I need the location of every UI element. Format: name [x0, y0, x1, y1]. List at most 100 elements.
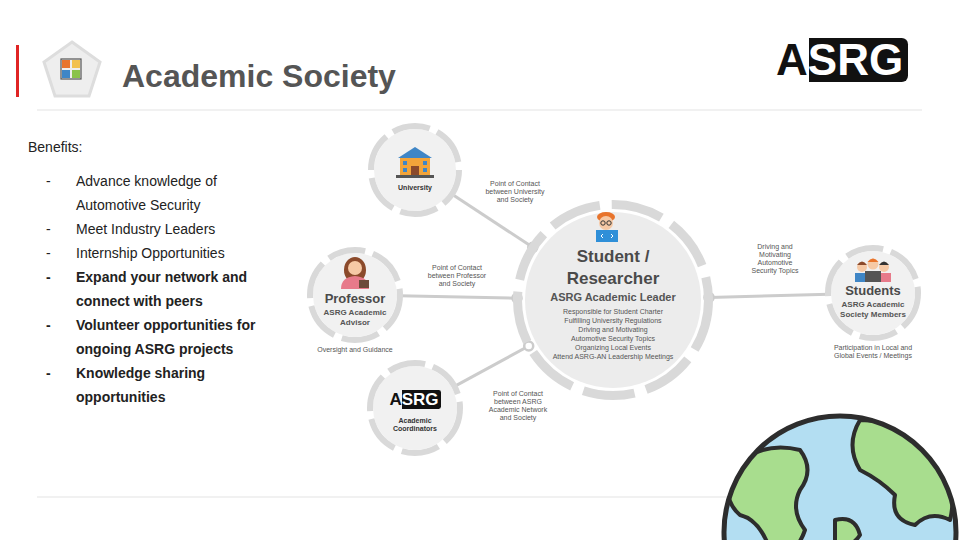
edge-label: Point of Contact between University and …: [481, 180, 549, 204]
title-icon: [72, 70, 80, 78]
university-icon: [403, 161, 407, 165]
edge-label: Point of Contact between Professor and S…: [423, 264, 491, 288]
brand-logo: ASRG: [389, 390, 440, 409]
duty-line: Attend ASRG-AN Leadership Meetings: [553, 352, 674, 361]
benefit-item: Meet Industry Leaders: [76, 217, 215, 241]
professor-icon: [359, 280, 369, 288]
coordinators-circle: ASRG Academic Coordinators: [367, 360, 463, 456]
globe-illustration: [835, 519, 860, 540]
globe-illustration: [724, 416, 956, 540]
list-heading: Benefits:: [28, 137, 82, 157]
benefit-item: Internship Opportunities: [76, 241, 225, 265]
professor-circle: ProfessorASRG Academic AdvisorOversight …: [307, 247, 403, 343]
university-icon: [423, 161, 427, 165]
bullet-dash: -: [28, 313, 76, 337]
edge-label: Driving and Motivating Automotive Securi…: [747, 243, 803, 275]
university-icon: [396, 147, 434, 178]
node-text: ASRG Academic Society Members: [837, 300, 909, 320]
dashed-ring: [828, 248, 918, 338]
dashed-ring: [518, 205, 709, 396]
university-icon: [403, 168, 407, 172]
students-icon: [868, 259, 879, 270]
bullet-dash: -: [28, 241, 76, 265]
duty-line: Fulfilling University Regulations: [564, 316, 661, 325]
node-fill: [313, 129, 915, 450]
duty-line: Organizing Local Events: [575, 343, 651, 352]
benefit-item: Volunteer opportunities for ongoing ASRG…: [76, 313, 276, 361]
globe-illustration: [724, 416, 956, 540]
node-caption: Participation in Local and Global Events…: [826, 344, 921, 360]
brand-logo: ASRG: [776, 38, 908, 82]
students-icon: [865, 271, 881, 282]
text-column: ProfessorASRG Academic Advisor: [307, 291, 403, 328]
text-column: University: [368, 183, 462, 192]
students-icon: [879, 262, 889, 266]
accent-bar: [16, 45, 19, 97]
text-column: Student / ResearcherASRG Academic Leader…: [513, 246, 713, 361]
list-row: -Knowledge sharing opportunities: [28, 361, 288, 409]
edge-label: Point of Contact between ASRG Academic N…: [484, 390, 552, 422]
benefit-list: -Advance knowledge of Automotive Securit…: [28, 169, 288, 409]
title-icon: [44, 42, 100, 96]
students-icon: [879, 262, 889, 272]
title-icon: [44, 42, 100, 96]
list-row: -Volunteer opportunities for ongoing ASR…: [28, 313, 288, 361]
title-icon: [62, 70, 70, 78]
benefit-item: Expand your network and connect with pee…: [76, 265, 276, 313]
globe-illustration: [728, 420, 953, 540]
list-row: -Advance knowledge of Automotive Securit…: [28, 169, 288, 217]
connector-line: [399, 296, 517, 298]
dashed-ring: [371, 126, 459, 214]
node-subtitle: ASRG Academic Leader: [550, 291, 676, 304]
benefit-item: Advance knowledge of Automotive Security: [76, 169, 276, 217]
university-circle: University: [368, 123, 462, 217]
students-circle: StudentsASRG Academic Society MembersPar…: [825, 245, 921, 341]
node-title: Student / Researcher: [548, 246, 678, 290]
node-fill: [373, 366, 457, 450]
title-icon: [72, 60, 80, 68]
page-title: Academic Society: [122, 58, 396, 94]
bullet-dash: -: [28, 169, 76, 193]
node-text: Professor: [325, 291, 386, 306]
connector-line: [709, 294, 829, 297]
node-fill: [525, 212, 701, 388]
university-icon: [400, 158, 430, 175]
text-column: ASRG Academic Coordinators: [367, 390, 463, 433]
bullet-dash: -: [28, 217, 76, 241]
students-icon: [857, 262, 867, 272]
list-row: -Expand your network and connect with pe…: [28, 265, 288, 313]
list-row: -Internship Opportunities: [28, 241, 288, 265]
connector-line: [454, 341, 534, 386]
researcher-circle: Student / ResearcherASRG Academic Leader…: [513, 200, 713, 400]
professor-icon: [341, 257, 369, 289]
node-text: ASRG Academic Advisor: [319, 308, 391, 328]
node-fill: [313, 253, 397, 337]
title-icon: [61, 59, 81, 79]
text-column: StudentsASRG Academic Society Members: [825, 283, 921, 320]
student-icon: [607, 221, 611, 225]
students-icon: [857, 262, 867, 266]
list-row: -Meet Industry Leaders: [28, 217, 288, 241]
node-text: Students: [845, 283, 901, 298]
node-fill: [374, 129, 456, 211]
professor-icon: [341, 276, 369, 289]
dashed-ring: [370, 363, 460, 453]
university-icon: [396, 175, 434, 178]
dashed-ring: [310, 250, 400, 340]
student-icon: [599, 216, 613, 230]
connector-line: [399, 294, 522, 303]
student-icon: [596, 212, 618, 242]
university-icon: [411, 166, 419, 175]
university-icon: [398, 147, 432, 158]
benefit-item: Knowledge sharing opportunities: [76, 361, 276, 409]
globe-illustration: [724, 416, 956, 540]
student-icon: [601, 234, 613, 238]
node-caption: Oversight and Guidance: [300, 346, 410, 354]
university-icon: [423, 168, 427, 172]
node-text: Academic Coordinators: [384, 417, 446, 433]
student-icon: [596, 230, 618, 242]
connector-line: [454, 346, 529, 387]
duty-line: Responsible for Student Charter: [563, 307, 663, 316]
separator-line: [37, 110, 922, 111]
